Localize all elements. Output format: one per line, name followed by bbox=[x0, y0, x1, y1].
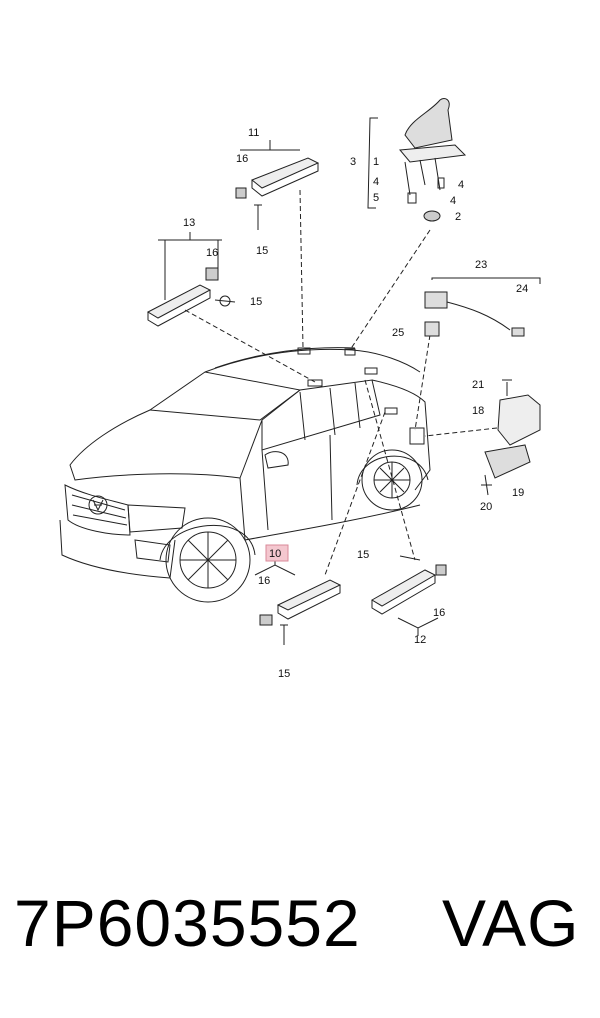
callout-16d: 16 bbox=[258, 575, 270, 587]
callout-4b: 4 bbox=[458, 179, 464, 191]
callout-1: 1 bbox=[373, 156, 379, 168]
callout-19: 19 bbox=[512, 487, 524, 499]
callout-5a: 5 bbox=[373, 192, 379, 204]
part-number: 7P6035552 bbox=[14, 886, 361, 960]
highlight-box bbox=[265, 544, 289, 562]
callout-15d: 15 bbox=[278, 668, 290, 680]
callout-18: 18 bbox=[472, 405, 484, 417]
cable-23 bbox=[424, 277, 541, 337]
callout-10: 10 bbox=[269, 548, 281, 560]
callout-4a: 4 bbox=[373, 176, 379, 188]
parts-diagram: 11 16 15 13 16 15 3 1 4 5 4 4 2 23 24 25… bbox=[59, 97, 541, 680]
module-13 bbox=[146, 232, 236, 327]
brand-name: VAG bbox=[442, 886, 580, 960]
callout-13: 13 bbox=[183, 217, 195, 229]
callout-labels: 11 16 15 13 16 15 3 1 4 5 4 4 2 23 24 25… bbox=[183, 127, 528, 680]
callout-21: 21 bbox=[472, 379, 484, 391]
callout-20: 20 bbox=[480, 501, 492, 513]
callout-2: 2 bbox=[455, 211, 461, 223]
module-12 bbox=[371, 555, 447, 636]
callout-3: 3 bbox=[350, 156, 356, 168]
leader-lines bbox=[184, 189, 498, 576]
module-10 bbox=[254, 558, 342, 645]
callout-24: 24 bbox=[516, 283, 528, 295]
callout-25: 25 bbox=[392, 327, 404, 339]
callout-15a: 15 bbox=[256, 245, 268, 257]
callout-23: 23 bbox=[475, 259, 487, 271]
callout-4c: 4 bbox=[450, 195, 456, 207]
callout-16c: 16 bbox=[433, 607, 445, 619]
callout-11: 11 bbox=[248, 127, 259, 139]
roof-antenna-part bbox=[367, 97, 467, 222]
callout-15b: 15 bbox=[250, 296, 262, 308]
callout-12: 12 bbox=[414, 634, 426, 646]
module-11 bbox=[235, 140, 320, 230]
callout-16a: 16 bbox=[236, 153, 248, 165]
vehicle-outline bbox=[59, 347, 431, 603]
bracket-18 bbox=[481, 379, 541, 496]
callout-15c: 15 bbox=[357, 549, 369, 561]
callout-16b: 16 bbox=[206, 247, 218, 259]
